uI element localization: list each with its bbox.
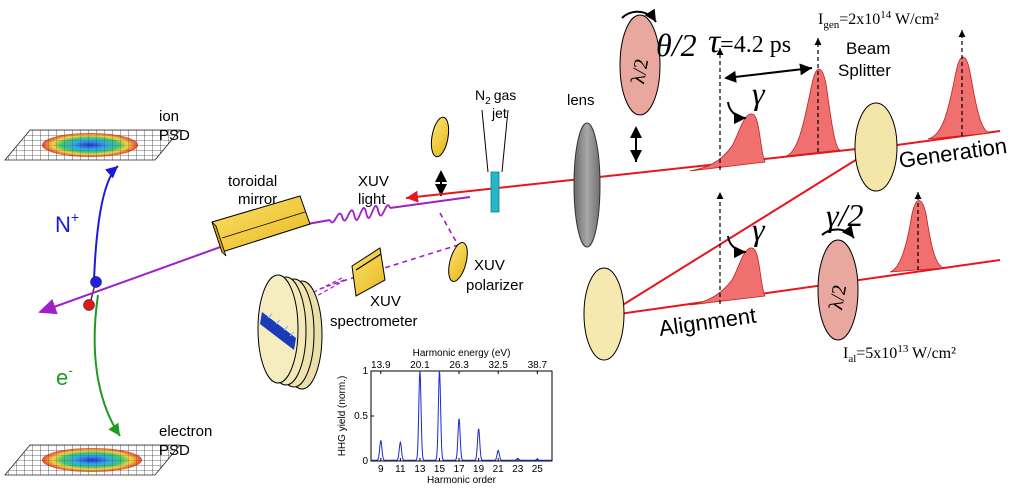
electron-trajectory [93,294,121,437]
hhg-peak-point [399,442,401,444]
generation-beam [405,146,876,203]
chart-top-axis-label: Harmonic energy (eV) [413,348,511,359]
hhg-spectrum-line [371,370,552,461]
hhg-peak-point [517,458,519,460]
toroidal-mirror [211,195,311,257]
chart-x-tick-label: 17 [453,464,465,475]
chart-x-tick-label: 9 [378,464,384,475]
focusing-lens [573,122,601,248]
label-lambda-half-bottom: λ/2 [825,283,851,312]
gas-jet [481,109,509,213]
ion-psd [4,129,181,161]
hhg-peak-point [380,440,382,442]
label-alignment: Alignment [657,303,757,341]
chart-top-tick-label: 13.9 [371,360,391,371]
label-lens: lens [567,92,595,109]
gold-mirror-top [430,116,450,158]
chart-x-tick-label: 21 [493,464,505,475]
label-electron-psd: PSD [159,442,190,459]
label-tau: τ=4.2 ps [708,23,791,60]
chart-x-tick-label: 13 [414,464,426,475]
hhg-peak-point [536,459,538,461]
label-theta-half: θ/2 [656,27,697,63]
pulse-generation-top [785,68,841,157]
beam-splitter [854,102,898,192]
label-gamma-bottom: γ [752,211,766,247]
chart-top-tick-label: 20.1 [410,360,430,371]
alignment-mirror [583,267,625,361]
chart-top-tick-label: 26.3 [449,360,469,371]
pulse-generation-out [927,56,991,140]
label-splitter: Splitter [838,61,891,80]
label-xuv-spectrometer: XUV [370,293,401,310]
xuv-polarizer [448,242,468,282]
label-ion: ion [159,108,179,125]
alignment-beam-in [604,259,1001,317]
label-n-plus: N+ [55,209,79,237]
label-mirror: mirror [238,191,277,208]
label-toroidal: toroidal [228,173,277,190]
label-ion-psd: PSD [159,127,190,144]
chart-top-tick-label: 38.7 [528,360,548,371]
waveplate-top [619,8,661,116]
hhg-peak-point [497,450,499,452]
alignment-beam-diag [604,147,876,317]
hhg-peak-point [478,428,480,431]
label-spectrometer: spectrometer [330,313,418,330]
hhg-spectrum-chart: Harmonic energy (eV) Harmonic order HHG … [337,348,553,486]
chart-y-tick-label: 0 [362,456,368,467]
hhg-peak-point [419,370,421,372]
spectrometer-grating [351,247,386,297]
electron-psd [4,444,181,476]
label-jet: jet [491,105,507,121]
chart-x-tick-label: 11 [395,464,406,475]
chart-plot-area [370,370,553,462]
waveplate-bottom [817,224,859,341]
chart-x-tick-label: 25 [532,464,544,475]
pulse-alignment-top [689,113,766,172]
xuv-beam-main [389,196,471,209]
mcp-detector [257,274,323,390]
label-xuv-light: XUV [358,173,389,190]
xuv-dashed-path [329,212,460,286]
xuv-wave [329,204,391,224]
label-generation: Generation [897,133,1008,173]
pulse-alignment-out [889,200,945,273]
label-i-al: Ial=5x1013 W/cm² [843,343,956,365]
label-i-gen: Igen=2x1014 W/cm² [818,9,939,31]
chart-x-tick-label: 19 [473,464,485,475]
tau-delay-arrow [724,63,813,83]
hhg-peak-point [438,370,441,372]
label-e-minus: e- [56,362,73,390]
ion-trajectory [93,165,119,281]
chart-y-axis-label: HHG yield (norm.) [337,376,348,457]
chart-y-tick-label: 1 [362,366,368,377]
chart-x-tick-label: 23 [512,464,524,475]
chart-x-tick-label: 15 [434,464,446,475]
label-electron: electron [159,423,212,440]
ion-dot [90,276,102,288]
label-light: light [358,191,386,208]
chart-top-tick-label: 32.5 [488,360,508,371]
chart-y-tick-label: 0.5 [354,411,368,422]
hhg-peak-point [458,419,460,421]
chart-x-axis-label: Harmonic order [427,475,497,486]
label-gamma-top: γ [752,75,766,111]
label-gamma-half: γ/2 [826,197,864,233]
electron-dot [83,299,95,311]
label-polarizer: polarizer [466,277,524,294]
label-xuv-polarizer: XUV [474,257,505,274]
label-beam: Beam [846,39,890,58]
label-lambda-half-top: λ/2 [627,57,653,86]
